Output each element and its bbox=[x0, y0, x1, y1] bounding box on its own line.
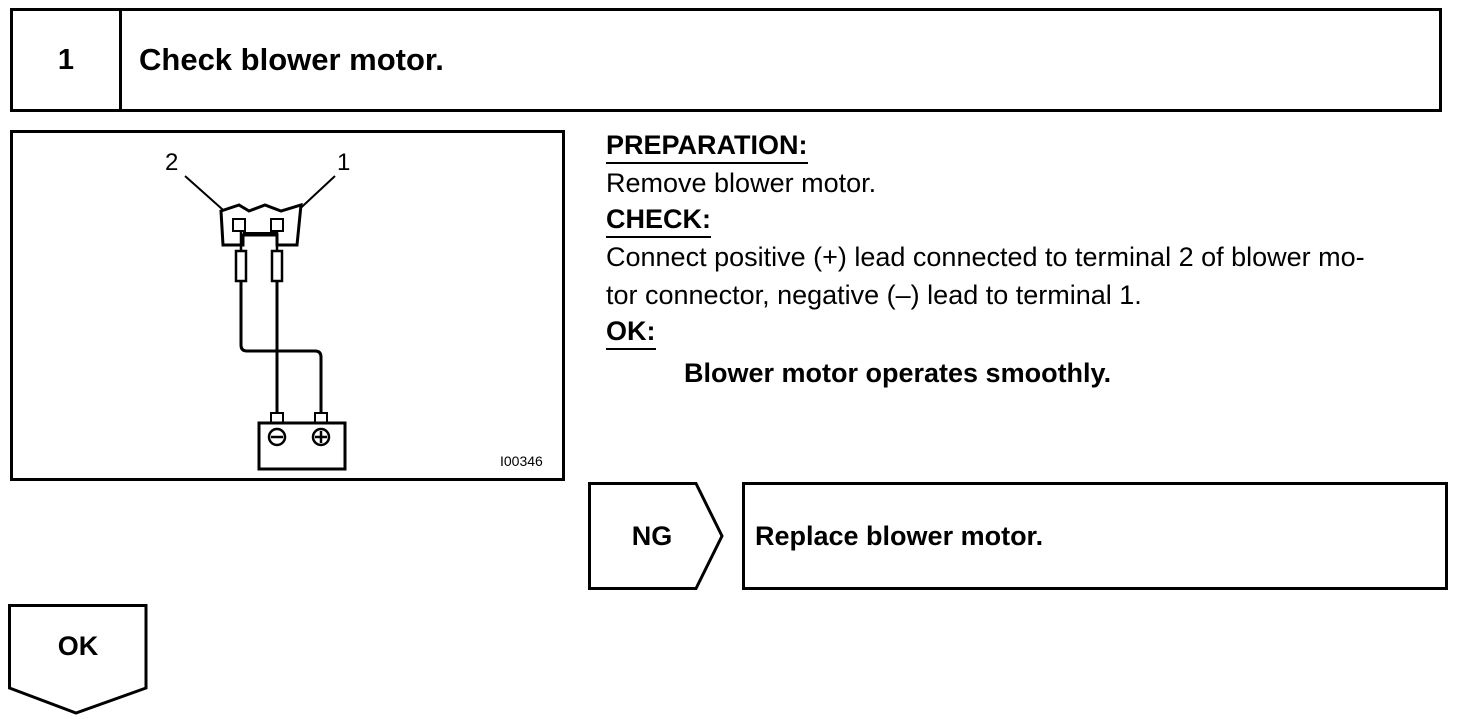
preparation-heading: PREPARATION: bbox=[606, 128, 808, 164]
step-header: 1 Check blower motor. bbox=[10, 8, 1442, 112]
ok-label: OK bbox=[57, 631, 99, 661]
step-title: Check blower motor. bbox=[139, 42, 444, 77]
check-text-line-2: tor connector, negative (–) lead to term… bbox=[606, 280, 1142, 310]
plus-terminal-icon bbox=[311, 427, 331, 447]
terminal-1-label: 1 bbox=[337, 149, 351, 176]
check-text-line-1: Connect positive (+) lead connected to t… bbox=[606, 242, 1365, 272]
ng-arrow-shape bbox=[588, 482, 724, 590]
ng-action: Replace blower motor. bbox=[742, 482, 1448, 590]
ok-heading: OK: bbox=[606, 314, 656, 350]
test-leads bbox=[234, 231, 323, 415]
terminal-2-label: 2 bbox=[165, 149, 179, 176]
ok-arrow-shape bbox=[8, 604, 148, 715]
step-number: 1 bbox=[13, 11, 122, 109]
wiring-diagram bbox=[184, 175, 347, 471]
preparation-text: Remove blower motor. bbox=[606, 168, 877, 198]
battery-icon bbox=[257, 412, 347, 471]
minus-terminal-icon bbox=[267, 427, 287, 447]
instructions: PREPARATION: Remove blower motor. CHECK:… bbox=[606, 128, 1456, 396]
ng-label: NG bbox=[631, 520, 673, 551]
figure-id: I00346 bbox=[500, 453, 543, 469]
connector-icon bbox=[219, 202, 303, 247]
ok-result: Blower motor operates smoothly. bbox=[684, 358, 1112, 388]
check-heading: CHECK: bbox=[606, 202, 711, 238]
wiring-illustration: 2 1 I00346 bbox=[10, 130, 565, 481]
